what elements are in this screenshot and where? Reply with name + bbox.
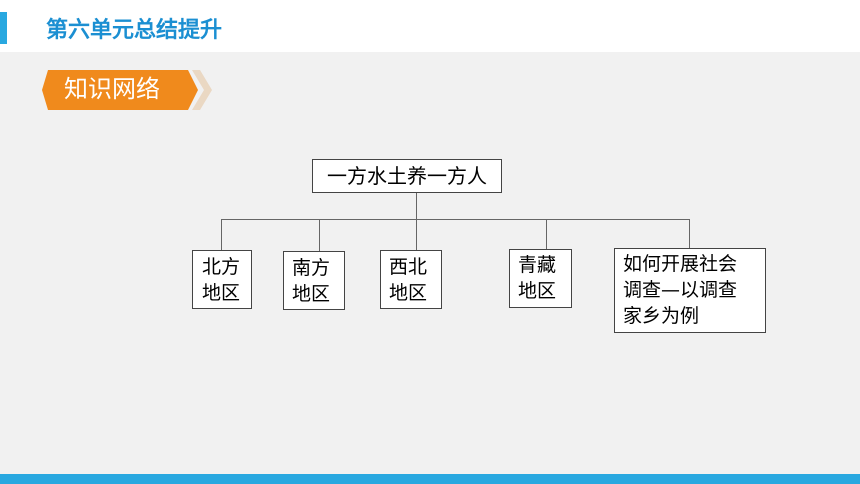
root-node: 一方水土养一方人 <box>312 159 502 193</box>
child-node: 如何开展社会 调查—以调查 家乡为例 <box>614 248 766 333</box>
header-bar: 第六单元总结提升 <box>0 0 860 52</box>
section-banner <box>42 70 212 110</box>
branch-connector <box>416 219 417 250</box>
branch-connector <box>546 219 547 249</box>
child-node: 北方 地区 <box>192 250 252 309</box>
branch-connector <box>221 219 222 250</box>
section-title: 知识网络 <box>64 75 160 103</box>
root-connector <box>416 192 417 220</box>
child-node-label: 如何开展社会 <box>623 253 738 275</box>
header-accent-bar <box>0 12 7 44</box>
child-node-label: 地区 <box>292 283 331 305</box>
branch-connector <box>319 219 320 251</box>
horizontal-connector <box>221 219 690 220</box>
child-node-label: 西北 <box>389 256 428 278</box>
child-node-label: 地区 <box>389 282 428 304</box>
page-title: 第六单元总结提升 <box>46 18 223 43</box>
child-node-label: 家乡为例 <box>623 305 700 327</box>
footer-bar <box>0 474 860 484</box>
root-node-label: 一方水土养一方人 <box>327 164 487 188</box>
child-node-label: 南方 <box>292 257 331 279</box>
child-node-label: 地区 <box>518 280 557 302</box>
child-node: 南方 地区 <box>283 251 345 310</box>
child-node-label: 调查—以调查 <box>623 279 738 301</box>
child-node-label: 北方 <box>202 256 241 278</box>
child-node-label: 地区 <box>202 282 241 304</box>
child-node: 青藏 地区 <box>509 249 572 308</box>
child-node: 西北 地区 <box>380 250 442 309</box>
child-node-label: 青藏 <box>518 254 557 276</box>
branch-connector <box>689 219 690 248</box>
